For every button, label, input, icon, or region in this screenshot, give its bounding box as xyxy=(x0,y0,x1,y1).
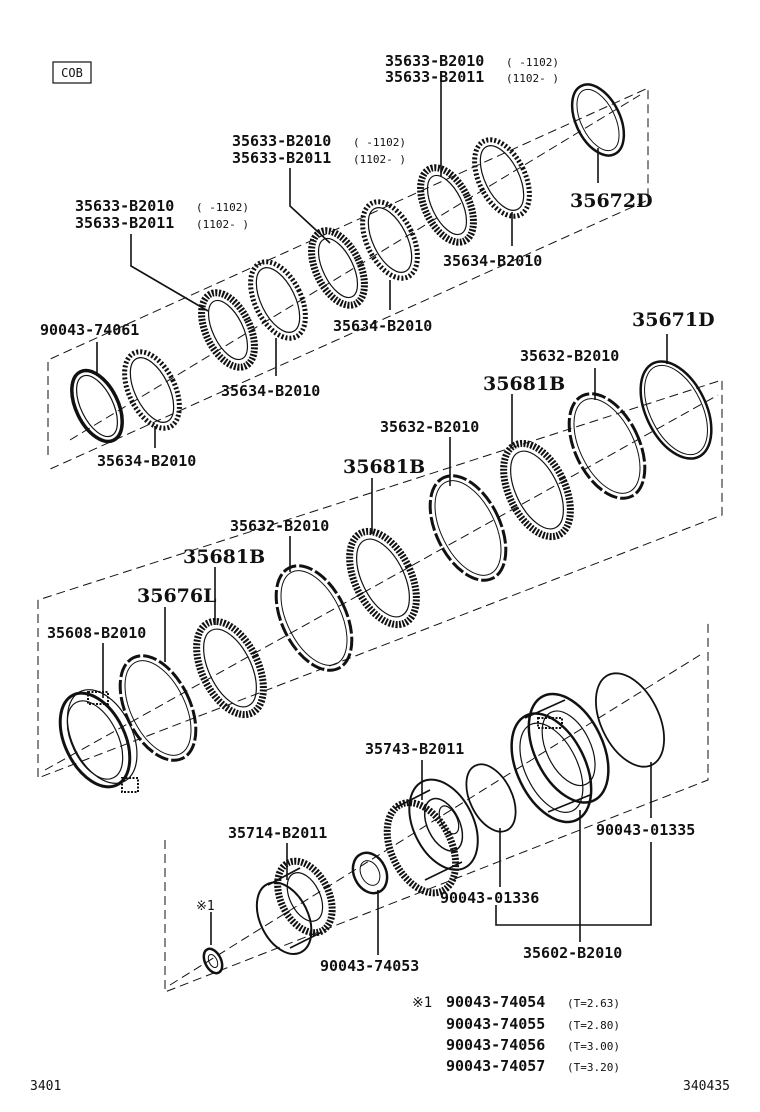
steel-plate-35632-B2010-b xyxy=(428,474,508,582)
label-p2: 35633-B2011 (1102- ) xyxy=(385,68,559,86)
label-p18: 35632-B2010 xyxy=(230,517,329,535)
label-p6: 35633-B2011 (1102- ) xyxy=(75,214,249,232)
piston-35602-B2010 xyxy=(510,692,610,824)
label-p5-range: ( -1102) xyxy=(196,201,249,214)
friction-disc-row1-a xyxy=(198,289,258,371)
label-p19: 35681B xyxy=(183,546,265,568)
footer-left: 3401 xyxy=(30,1079,61,1094)
thrust-washer-90043-74053 xyxy=(351,851,389,895)
seal-ring-90043-01336 xyxy=(465,763,517,833)
label-p17: 35681B xyxy=(343,456,425,478)
label-p21: 35608-B2010 xyxy=(47,624,146,642)
label-p4: 35633-B2011 (1102- ) xyxy=(232,149,406,167)
note-row-2-thk: (T=2.80) xyxy=(567,1019,620,1032)
label-p14: 35632-B2010 xyxy=(520,347,619,365)
group2-outline xyxy=(37,379,723,779)
steel-plate-row1-d xyxy=(472,137,532,219)
label-p8: 35634-B2010 xyxy=(443,252,542,270)
label-p4-range: (1102- ) xyxy=(353,153,406,166)
snap-ring-90043-74061 xyxy=(70,368,124,444)
leader-p5 xyxy=(130,234,209,312)
label-p20: 35676L xyxy=(137,585,216,607)
drum-spline-top xyxy=(87,691,109,705)
label-p1: 35633-B2010 ( -1102) xyxy=(385,52,559,70)
label-p5-code: 35633-B2010 xyxy=(75,197,174,215)
axis-line-2 xyxy=(44,394,719,771)
sun-gear-35714-B2011 xyxy=(255,857,336,955)
label-p6-code: 35633-B2011 xyxy=(75,214,174,232)
label-p2-code: 35633-B2011 xyxy=(385,68,484,86)
thrust-washer-selective xyxy=(202,947,224,975)
friction-disc-35681B-c xyxy=(500,439,574,541)
note-row-1-code: 90043-74054 xyxy=(446,993,545,1011)
label-p26: 35602-B2010 xyxy=(523,944,622,962)
label-p-mark: ※1 xyxy=(196,899,215,914)
note-mark: ※1 xyxy=(412,995,432,1011)
badge-label: COB xyxy=(61,66,83,80)
label-p5: 35633-B2010 ( -1102) xyxy=(75,197,249,215)
steel-plate-35632-B2010-a xyxy=(274,564,354,672)
label-p3: 35633-B2010 ( -1102) xyxy=(232,132,406,150)
label-p7: 35672D xyxy=(570,190,653,212)
label-p11: 35634-B2010 xyxy=(221,382,320,400)
note-row-3-thk: (T=3.00) xyxy=(567,1040,620,1053)
badge-box xyxy=(52,61,92,84)
friction-disc-row1-b xyxy=(308,227,368,309)
selective-washer-note: ※1 90043-74054 (T=2.63) 90043-74055 (T=2… xyxy=(412,993,620,1075)
steel-plate-row1-a xyxy=(122,349,182,431)
steel-plate-row1-b xyxy=(248,259,308,341)
label-p12: 35634-B2010 xyxy=(97,452,196,470)
label-p1-range: ( -1102) xyxy=(506,56,559,69)
label-p22: 35743-B2011 xyxy=(365,740,464,758)
friction-disc-35681B-b xyxy=(346,527,420,629)
planetary-gear-35743-B2011 xyxy=(383,778,479,897)
friction-disc-35681B-a xyxy=(193,617,267,719)
label-p13: 35671D xyxy=(632,309,715,331)
note-row-3-code: 90043-74056 xyxy=(446,1036,545,1054)
plate-35672D xyxy=(570,83,626,157)
leader-p26-bracket xyxy=(495,842,652,926)
label-p16: 35632-B2010 xyxy=(380,418,479,436)
seal-ring-90043-01335 xyxy=(595,672,665,768)
drum-spline-bottom xyxy=(121,777,139,793)
label-p3-code: 35633-B2010 xyxy=(232,132,331,150)
steel-plate-row1-c xyxy=(360,199,420,281)
clutch-drum-35608-B2010 xyxy=(58,689,138,789)
label-p24: 90043-01335 xyxy=(596,821,695,839)
note-row-4-code: 90043-74057 xyxy=(446,1057,545,1075)
group3-outline xyxy=(164,620,709,993)
note-row-1-thk: (T=2.63) xyxy=(567,997,620,1010)
label-p27: 90043-74053 xyxy=(320,957,419,975)
snap-ring-35671D xyxy=(639,360,713,460)
label-p23: 35714-B2011 xyxy=(228,824,327,842)
label-p4-code: 35633-B2011 xyxy=(232,149,331,167)
label-p10: 90043-74061 xyxy=(40,321,139,339)
leader-p3 xyxy=(289,168,331,244)
steel-plate-35632-B2010-c xyxy=(567,392,647,500)
note-row-2-code: 90043-74055 xyxy=(446,1015,545,1033)
label-p2-range: (1102- ) xyxy=(506,72,559,85)
plate-35676L xyxy=(118,654,198,762)
label-p1-code: 35633-B2010 xyxy=(385,52,484,70)
label-p3-range: ( -1102) xyxy=(353,136,406,149)
friction-disc-row1-c xyxy=(417,164,477,246)
label-p25: 90043-01336 xyxy=(440,889,539,907)
label-p15: 35681B xyxy=(483,373,565,395)
label-p9: 35634-B2010 xyxy=(333,317,432,335)
note-row-4-thk: (T=3.20) xyxy=(567,1061,620,1074)
label-p6-range: (1102- ) xyxy=(196,218,249,231)
group1-outline xyxy=(47,87,649,471)
footer-right: 340435 xyxy=(683,1079,730,1094)
